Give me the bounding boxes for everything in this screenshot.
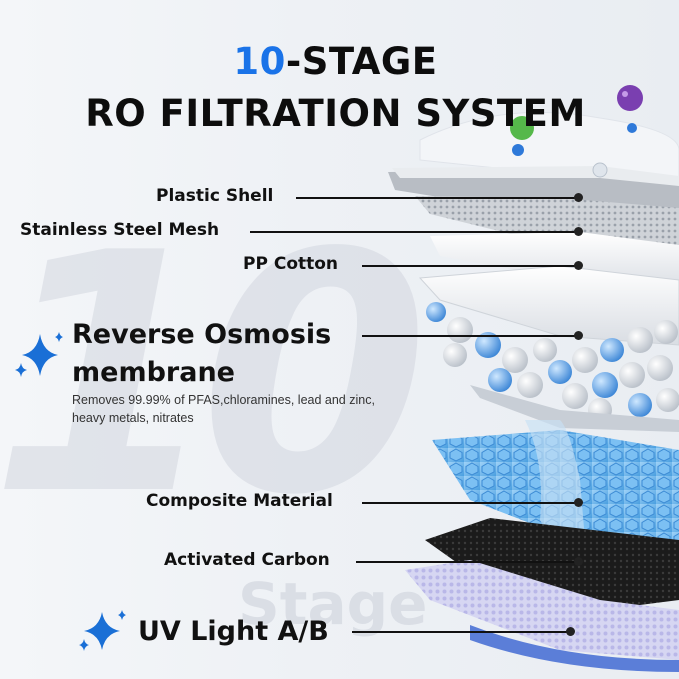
- leader-dot: [574, 193, 583, 202]
- label-composite-material: Composite Material: [146, 491, 333, 511]
- leader-line: [250, 231, 578, 233]
- page-title-line1: 10-STAGE: [233, 40, 438, 83]
- label-plastic-shell: Plastic Shell: [156, 186, 274, 206]
- leader-dot: [574, 498, 583, 507]
- leader-dot: [574, 261, 583, 270]
- background-stage-text: Stage: [238, 570, 428, 638]
- leader-line: [362, 502, 578, 504]
- leader-line: [296, 197, 578, 199]
- leader-line: [356, 561, 578, 563]
- leader-dot: [574, 227, 583, 236]
- label-membrane: membrane: [72, 357, 235, 388]
- label-activated-carbon: Activated Carbon: [164, 550, 330, 570]
- leader-line: [362, 335, 578, 337]
- sparkle-icon: [79, 610, 126, 651]
- label-stainless-steel-mesh: Stainless Steel Mesh: [20, 220, 220, 240]
- leader-dot: [566, 627, 575, 636]
- page-title-line2: RO FILTRATION SYSTEM: [85, 92, 586, 135]
- label-pp-cotton: PP Cotton: [243, 254, 339, 274]
- label-uv-light: UV Light A/B: [138, 616, 329, 647]
- leader-line: [362, 265, 578, 267]
- virus-icon: [510, 85, 643, 178]
- sparkle-icon: [15, 332, 63, 377]
- leader-dot: [574, 331, 583, 340]
- label-reverse-osmosis: Reverse Osmosis: [72, 319, 332, 350]
- background-number: 10: [0, 183, 429, 567]
- leader-dot: [574, 557, 583, 566]
- leader-line: [352, 631, 570, 633]
- ro-description: Removes 99.99% of PFAS,chloramines, lead…: [72, 393, 375, 425]
